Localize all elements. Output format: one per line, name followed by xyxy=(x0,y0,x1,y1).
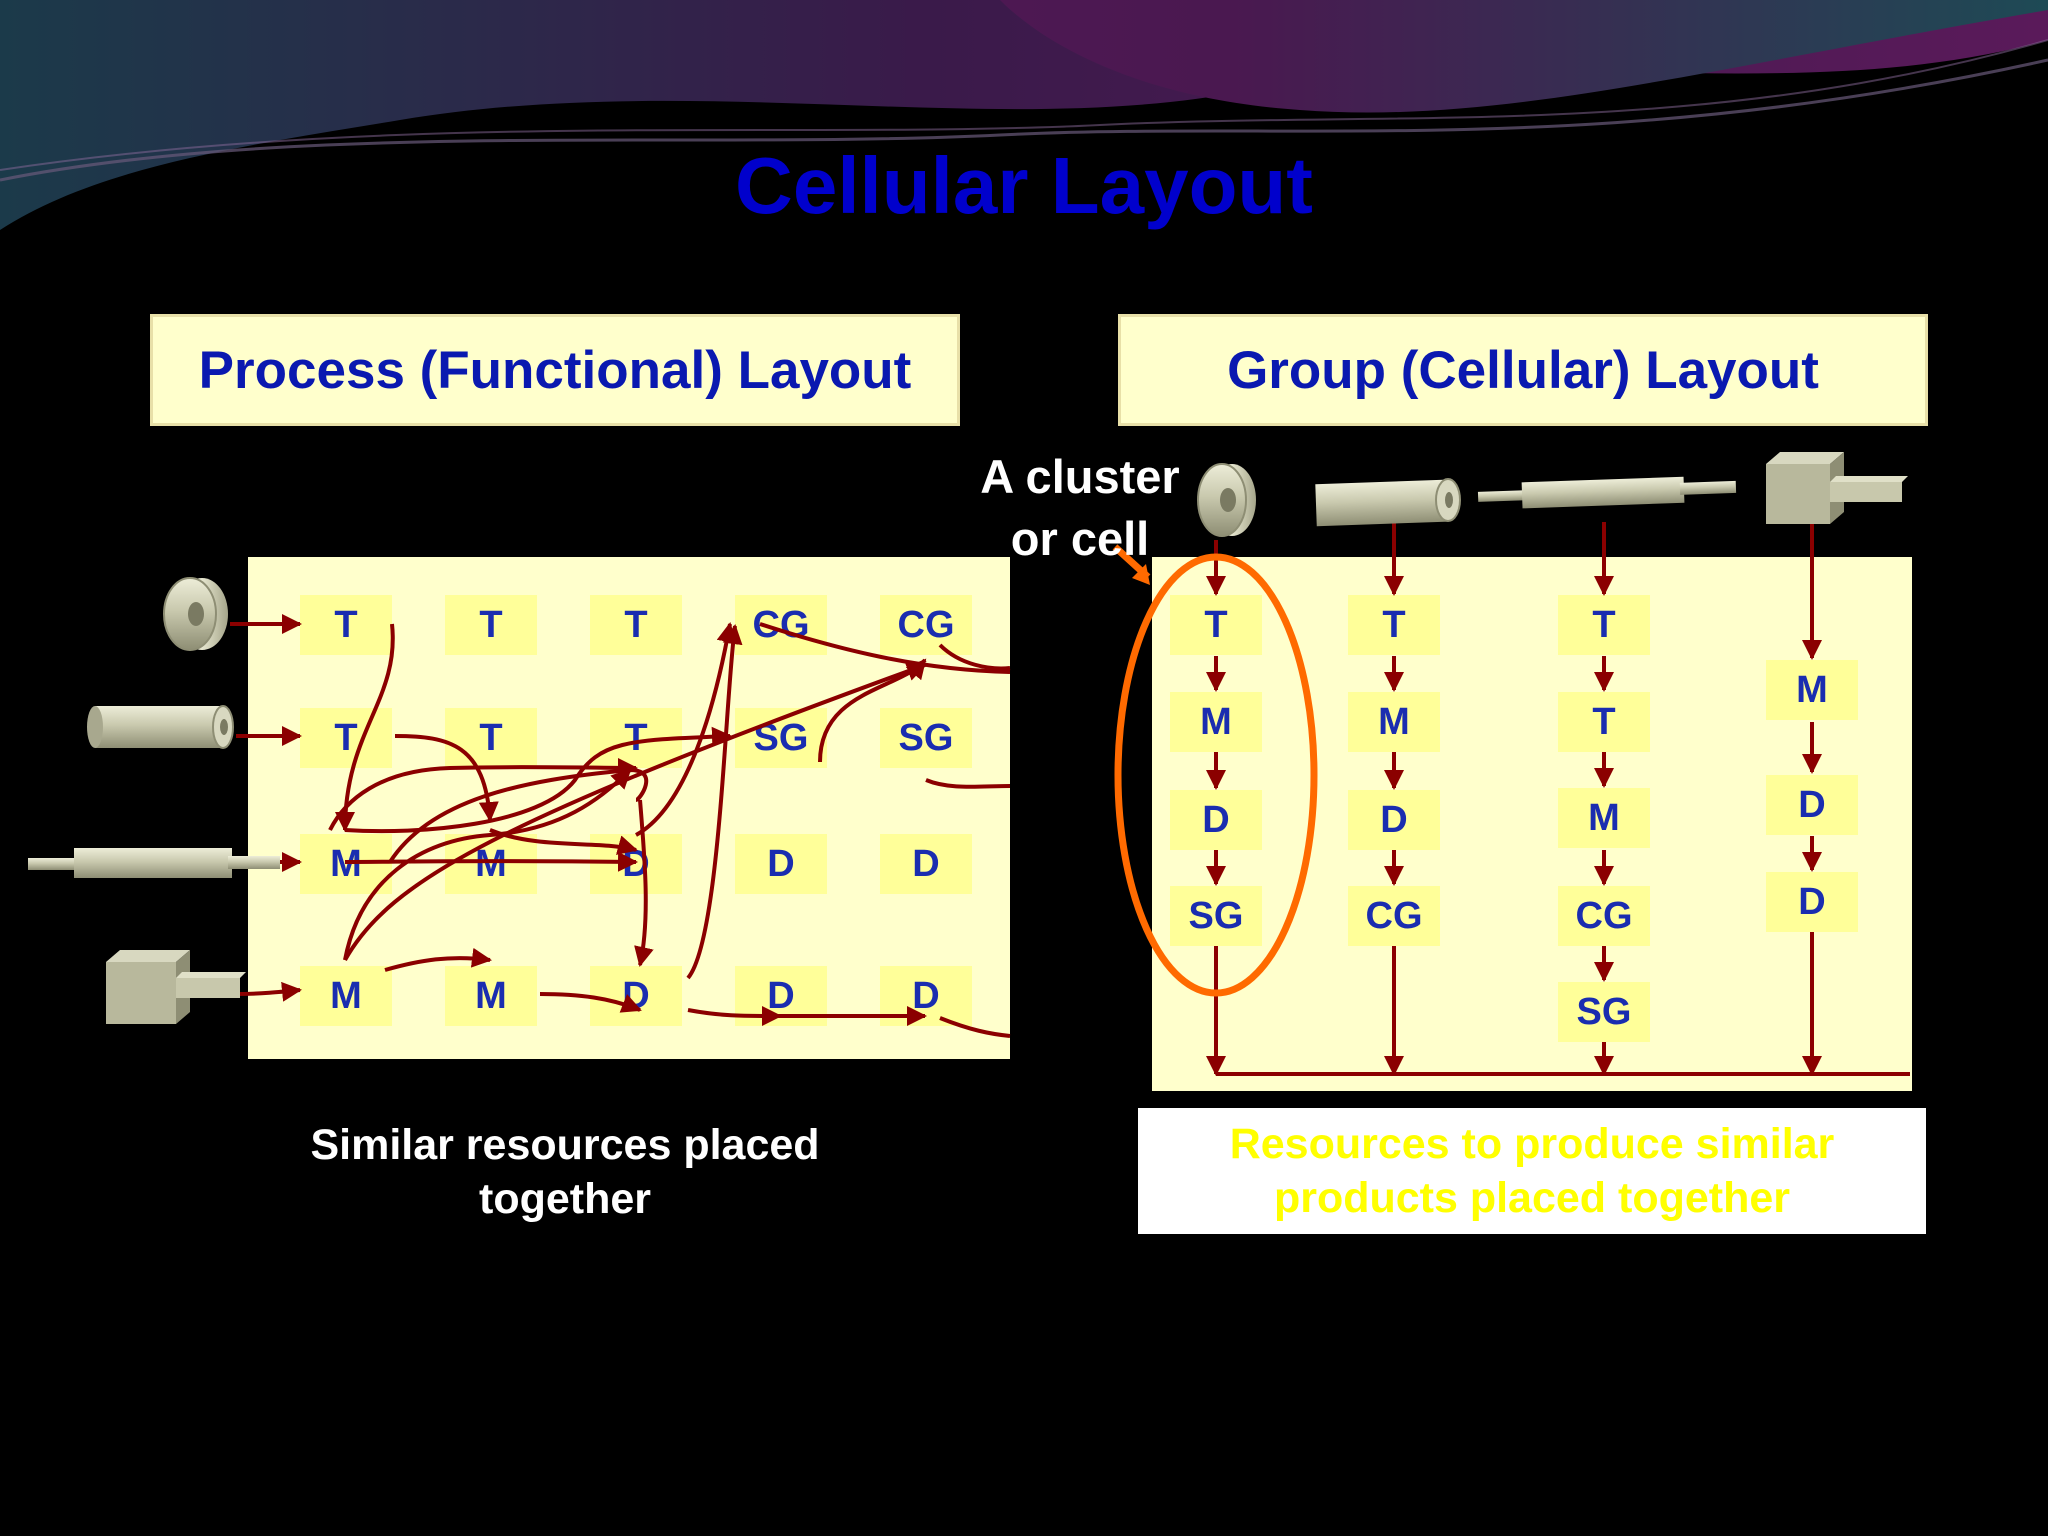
machine-box: M xyxy=(1170,692,1262,752)
machine-box: T xyxy=(590,595,682,655)
machine-box: T xyxy=(1348,595,1440,655)
machine-box: CG xyxy=(1558,886,1650,946)
machine-box: D xyxy=(1766,775,1858,835)
machine-box: T xyxy=(1558,595,1650,655)
machine-box: M xyxy=(445,966,537,1026)
process-caption: Similar resources placed together xyxy=(250,1118,880,1226)
machine-box: T xyxy=(1558,692,1650,752)
machine-box: D xyxy=(1170,790,1262,850)
block-part-icon xyxy=(1766,452,1908,524)
cellular-caption-line2: products placed together xyxy=(1273,1174,1791,1222)
cluster-ring xyxy=(1114,553,1318,997)
machine-box: CG xyxy=(880,595,972,655)
washer-part-icon xyxy=(163,577,228,651)
machine-box: D xyxy=(735,834,827,894)
machine-box: D xyxy=(880,834,972,894)
cell-flow-arrows xyxy=(1206,522,1910,1076)
process-caption-line1: Similar resources placed xyxy=(310,1121,820,1169)
machine-box: M xyxy=(1558,788,1650,848)
cluster-label-line2: or cell xyxy=(1010,512,1150,565)
machine-box: T xyxy=(300,708,392,768)
process-flow-arrows xyxy=(230,614,1011,1038)
slide-title: Cellular Layout xyxy=(735,141,1313,230)
machine-box: M xyxy=(445,834,537,894)
washer-part-icon xyxy=(1197,463,1256,537)
machine-box: T xyxy=(300,595,392,655)
machine-box: CG xyxy=(1348,886,1440,946)
group-layout-header: Group (Cellular) Layout xyxy=(1118,314,1928,426)
machine-box: T xyxy=(1170,595,1262,655)
shaft-part-icon xyxy=(1477,476,1737,509)
machine-box: D xyxy=(1348,790,1440,850)
machine-box: T xyxy=(445,595,537,655)
cellular-caption: Resources to produce similar products pl… xyxy=(1138,1108,1926,1234)
process-layout-header: Process (Functional) Layout xyxy=(150,314,960,426)
machine-box: SG xyxy=(880,708,972,768)
cylinder-part-icon xyxy=(87,705,234,749)
machine-box: M xyxy=(300,966,392,1026)
machine-box: D xyxy=(1766,872,1858,932)
cluster-label: A cluster or cell xyxy=(960,446,1200,570)
machine-box: T xyxy=(445,708,537,768)
cellular-caption-line1: Resources to produce similar xyxy=(1229,1120,1835,1168)
process-caption-line2: together xyxy=(479,1175,651,1223)
machine-box: M xyxy=(1766,660,1858,720)
machine-box: CG xyxy=(735,595,827,655)
cluster-label-line1: A cluster xyxy=(980,450,1180,503)
block-part-icon xyxy=(106,950,246,1024)
machine-box: SG xyxy=(1558,982,1650,1042)
cylinder-part-icon xyxy=(1315,478,1461,527)
machine-box: SG xyxy=(1170,886,1262,946)
machine-box: M xyxy=(1348,692,1440,752)
shaft-part-icon xyxy=(28,848,280,878)
